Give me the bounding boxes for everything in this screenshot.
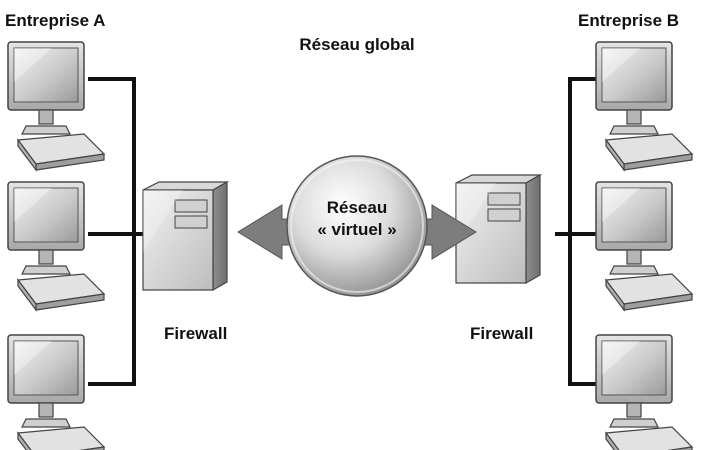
workstation-b3 <box>595 334 693 450</box>
workstation-b2 <box>595 181 693 311</box>
virtual-network-label: Réseau « virtuel » <box>317 197 396 241</box>
virtual-network-sphere-icon <box>286 155 428 297</box>
company-a-label: Entreprise A <box>5 11 106 30</box>
workstation-a3 <box>7 334 105 450</box>
workstation-a2 <box>7 181 105 311</box>
company-b-label: Entreprise B <box>578 11 680 30</box>
firewall-a-label: Firewall <box>164 324 228 343</box>
workstation-a1 <box>7 41 105 171</box>
company-a-network-bus <box>88 77 145 386</box>
workstation-b1 <box>595 41 693 171</box>
firewall-a-tower-icon <box>142 181 228 291</box>
company-b-network-bus <box>555 77 600 386</box>
virtual-network-label-line1: Réseau <box>326 197 388 217</box>
firewall-b-label: Firewall <box>470 324 534 343</box>
global-network-label: Réseau global <box>299 35 415 54</box>
virtual-network-label-line2: « virtuel » <box>317 220 397 239</box>
